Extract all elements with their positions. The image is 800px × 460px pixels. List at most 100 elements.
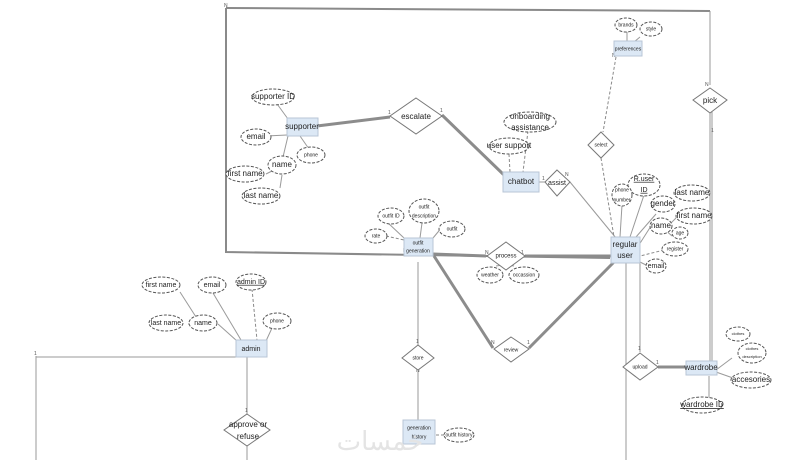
attribute-user-support[interactable]: user support [487, 137, 532, 155]
attribute-user-first-name[interactable]: first name [675, 207, 713, 225]
relationship-label: pick [703, 96, 718, 105]
attr-link [386, 221, 405, 239]
entity-label-line1: generation [407, 425, 431, 431]
cardinality-label: N [705, 82, 709, 88]
entity-label: admin [241, 346, 260, 353]
attribute-supporter-phone[interactable]: phone [296, 146, 326, 164]
relationship-pick[interactable]: pick [692, 87, 728, 114]
entity-regular-user[interactable]: regular user [610, 236, 641, 264]
attribute-register[interactable]: register [661, 241, 689, 257]
attribute-label-line1: onboarding [510, 112, 550, 121]
attribute-phone-number[interactable]: phone number [611, 183, 633, 207]
entity-chatbot[interactable]: chatbot [502, 171, 540, 193]
entity-label-line1: outfit [413, 240, 424, 246]
attribute-label-line1: R.user [634, 176, 655, 183]
attribute-supporter-id[interactable]: supporter ID [251, 88, 295, 106]
attribute-label-line2: description [412, 213, 436, 219]
attr-link [715, 357, 733, 371]
attribute-rate[interactable]: rate [364, 228, 388, 244]
link-assist-user [569, 181, 617, 239]
entity-preferences[interactable]: preferences [613, 40, 643, 57]
attribute-clothes[interactable]: clothes [725, 326, 751, 342]
entity-wardrobe[interactable]: wardrobe [683, 360, 718, 376]
cardinality-label: 1 [527, 340, 530, 346]
attribute-outfit-history[interactable]: outfit history [443, 427, 475, 443]
entity-admin[interactable]: admin [235, 339, 268, 358]
relationship-select[interactable]: select [587, 131, 615, 159]
cardinality-label: N [565, 172, 569, 178]
attribute-gender[interactable]: gender [650, 195, 676, 213]
attribute-label: email [246, 132, 265, 141]
attr-link [629, 194, 645, 238]
attribute-label: outfit ID [382, 213, 400, 219]
entity-label: preferences [615, 46, 642, 52]
attribute-outfit-id[interactable]: outfit ID [377, 207, 405, 225]
attribute-label-line2: assistance [511, 123, 549, 132]
attribute-label: style [646, 26, 657, 32]
relationship-escalate[interactable]: escalate [389, 97, 443, 135]
attribute-age[interactable]: age [671, 226, 689, 240]
attribute-admin-id[interactable]: admin ID [235, 273, 267, 291]
attribute-outfit[interactable]: outfit [438, 220, 466, 238]
entity-label: wardrobe [683, 363, 718, 372]
attribute-onboarding-assistance[interactable]: onboarding assistance [503, 111, 557, 133]
attribute-label: first name [146, 282, 177, 289]
relationship-store[interactable]: store [401, 344, 435, 371]
relationship-assist[interactable]: assist [544, 169, 571, 197]
attribute-supporter-name[interactable]: name [267, 155, 297, 175]
attribute-accesories[interactable]: accesories [730, 371, 772, 389]
attribute-user-last-name[interactable]: last name [673, 184, 711, 202]
attribute-label: outfit history [446, 432, 473, 438]
entity-outfit-generation[interactable]: outfit generation [403, 237, 434, 257]
attr-link [179, 291, 197, 318]
entity-label-line2: generation [406, 248, 430, 254]
entity-label: chatbot [508, 177, 535, 186]
attribute-label: gender [651, 199, 676, 208]
link-supporter-escalate [316, 115, 391, 128]
relationship-review[interactable]: review [493, 336, 530, 363]
cardinality-label: N [491, 340, 495, 346]
attribute-label: supporter ID [251, 92, 295, 101]
attribute-label: name [272, 160, 293, 169]
attribute-wardrobe-id[interactable]: wardrobe ID [679, 396, 724, 414]
attribute-admin-last-name[interactable]: last name [148, 314, 184, 332]
attribute-clothes-description[interactable]: clothes description [737, 342, 767, 364]
attribute-outfit-description[interactable]: outfit description [408, 198, 440, 224]
attribute-label: last name [675, 188, 710, 197]
attribute-admin-first-name[interactable]: first name [141, 276, 181, 294]
attribute-supporter-last-name[interactable]: last name [241, 187, 281, 205]
attribute-label: email [204, 282, 221, 289]
attr-link [635, 213, 657, 238]
relationship-label: escalate [401, 112, 431, 121]
link-preferences-select [602, 56, 617, 133]
attr-link [217, 323, 238, 342]
attribute-user-email[interactable]: email [645, 258, 667, 274]
relationship-process[interactable]: process [486, 241, 526, 271]
attribute-ruser-id[interactable]: R.user ID [627, 173, 661, 197]
cardinality-label: 1 [542, 176, 545, 182]
attribute-label-line1: clothes [746, 346, 759, 351]
attribute-supporter-first-name[interactable]: first name [225, 165, 265, 183]
attribute-label: last name [151, 320, 181, 327]
relationship-label: process [495, 254, 516, 260]
attribute-admin-phone[interactable]: phone [262, 312, 292, 330]
attribute-label: age [676, 230, 685, 236]
attribute-label-line2: ID [641, 187, 648, 194]
relationship-upload[interactable]: upload [622, 352, 659, 381]
cardinality-label: 1 [638, 346, 641, 352]
attribute-supporter-email[interactable]: email [240, 128, 272, 146]
attribute-style[interactable]: style [639, 21, 663, 37]
attr-link [508, 153, 511, 173]
entity-generation-history[interactable]: generation history [402, 419, 436, 445]
attribute-brands[interactable]: brands [614, 17, 638, 33]
attribute-user-name[interactable]: name [649, 217, 673, 235]
attribute-admin-name[interactable]: name [188, 314, 218, 332]
attribute-weather[interactable]: weather [476, 266, 504, 284]
relationship-approve-or-refuse[interactable]: approve or refuse [223, 413, 271, 447]
attribute-admin-email[interactable]: email [197, 276, 227, 294]
attribute-occassion[interactable]: occassion [508, 266, 540, 284]
entity-supporter[interactable]: supporter [285, 117, 319, 137]
attr-link [212, 292, 242, 341]
relationship-label: upload [632, 364, 647, 370]
